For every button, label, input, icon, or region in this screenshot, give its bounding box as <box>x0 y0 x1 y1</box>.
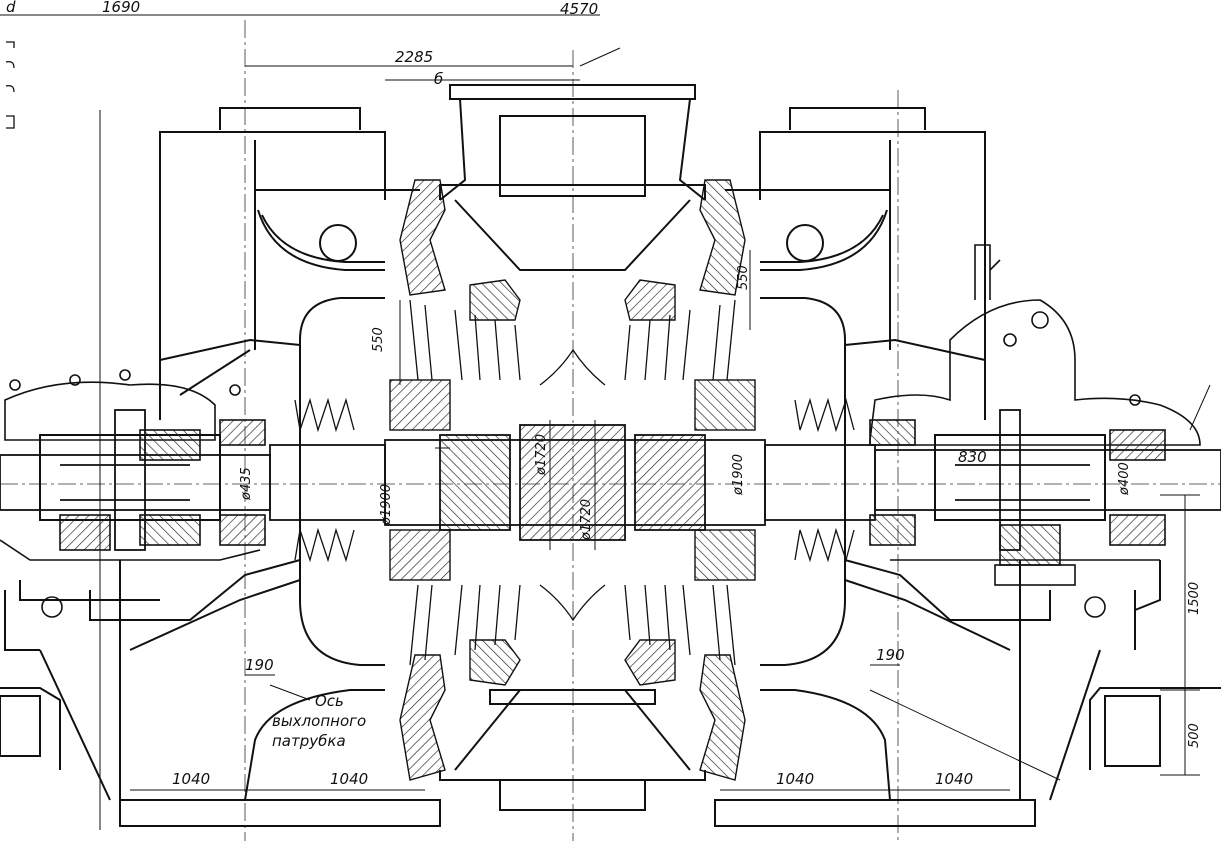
exhaust-casing-right <box>714 107 1221 827</box>
exhaust-casing-left <box>0 107 441 827</box>
rotor-blades <box>409 299 736 666</box>
dia-435: ø435 <box>239 467 254 501</box>
dim-1040-d: 1040 <box>935 770 973 788</box>
dim-1500: 1500 <box>1187 582 1202 615</box>
dim-550-right: 550 <box>736 265 751 290</box>
dim-1040-b: 1040 <box>330 770 368 788</box>
dim-190-left: 190 <box>245 656 274 674</box>
margin-marks <box>5 41 15 129</box>
dia-1720-upper: ø1720 <box>534 434 549 476</box>
dim-830: 830 <box>958 448 987 466</box>
note-line-3: патрубка <box>272 732 346 750</box>
dia-400: ø400 <box>1117 462 1132 496</box>
dim-500: 500 <box>1187 723 1202 748</box>
bearing-housing-left <box>0 369 266 618</box>
dia-1720-lower: ø1720 <box>579 499 594 541</box>
dimension-labels: d 1690 4570 2285 б ø435 ø1900 ø1720 ø172… <box>6 0 1202 788</box>
dim-190-right: 190 <box>876 646 905 664</box>
diaphragms-left <box>389 179 521 781</box>
rotor-shaft <box>0 409 1221 551</box>
steam-inlet <box>439 84 706 811</box>
dim-1040-a: 1040 <box>172 770 210 788</box>
note-line-2: выхлопного <box>272 712 366 730</box>
diaphragms-right <box>624 179 756 781</box>
dim-left-label: d <box>6 0 16 16</box>
labyrinth-seals <box>294 397 855 563</box>
dia-1900-right: ø1900 <box>731 454 746 496</box>
dim-2285: 2285 <box>395 48 433 66</box>
bearing-housing-right <box>869 244 1201 618</box>
dim-1040-c: 1040 <box>776 770 814 788</box>
dia-1900-left: ø1900 <box>379 484 394 526</box>
section-mark: б <box>434 70 443 88</box>
dim-4570: 4570 <box>560 0 598 18</box>
dimension-lines <box>0 14 1211 830</box>
dim-1690: 1690 <box>102 0 140 16</box>
dim-550-left: 550 <box>371 327 386 352</box>
note-line-1: Ось <box>315 692 344 710</box>
